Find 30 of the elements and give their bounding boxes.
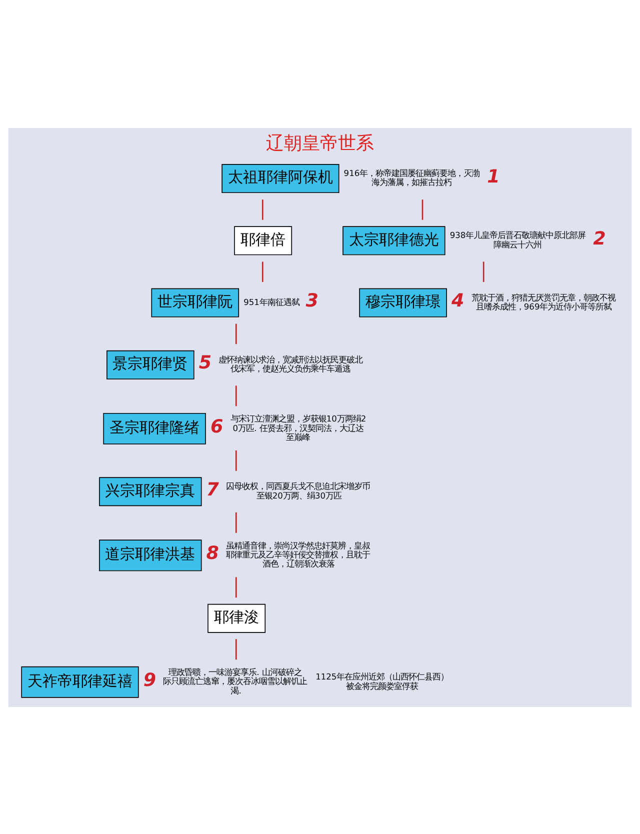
node-label: 虽精通音律，崇尚汉学然忠奸莫辨，皇叔耶律重元及乙辛等奸佞交替擅权，且耽于酒色，辽朝渐次衰落 — [226, 540, 370, 568]
connector — [482, 261, 484, 282]
node-label: 1125年在应州近郊（山西怀仁县西）被金将完颜娄室俘获 — [316, 671, 449, 690]
connector — [235, 512, 237, 532]
node-label: 虚怀纳谏以求治，宽减刑法以抚民更破北伐宋军，使赵光义负伤乘牛车遁逃 — [218, 354, 363, 374]
node-label: 951年南征遇弑 — [244, 296, 300, 306]
node-label: 1 — [487, 166, 500, 187]
node-label: 荒耽于酒，狩猎无厌赏罚无章，朝政不视且嗜杀成性，969年为近侍小哥等所弑 — [471, 292, 616, 311]
connector — [235, 576, 237, 598]
connector — [262, 199, 264, 220]
node-label: 9 — [143, 669, 156, 690]
node-label: 7 — [206, 478, 219, 500]
connector — [235, 450, 237, 470]
connector — [422, 199, 424, 220]
node-label: 理政昏聩，一味游宴享乐. 山河破碎之际只顾流亡逃窜，屡次吞冰咽雪以解饥止渴. — [163, 666, 308, 695]
connector — [262, 261, 264, 282]
node-label: 4 — [451, 290, 464, 312]
connector — [235, 638, 237, 660]
node-label: 与宋订立澶渊之盟，岁获银10万两绢20万匹. 任贤去邪，汉契同法，大辽达至巅峰 — [230, 413, 366, 442]
node-label: 囚母收权，同西夏兵戈不息迫北宋增岁币至银20万两、绢30万匹 — [226, 480, 370, 500]
node-label: 5 — [198, 352, 212, 374]
connector — [235, 323, 237, 344]
node-label: 8 — [206, 542, 219, 564]
node-label: 3 — [306, 290, 318, 312]
node-label: 916年，称帝建国屡征幽蓟要地，灭渤海为藩属，如摧古拉朽 — [344, 168, 480, 187]
node-label: 2 — [593, 228, 606, 249]
diagram-title: 辽朝皇帝世系 — [266, 132, 374, 154]
connector — [235, 385, 237, 406]
node-label: 938年儿皇帝后晋石敬瑭献中原北部屏障幽云十六州 — [450, 230, 586, 249]
node-label: 6 — [210, 416, 224, 437]
